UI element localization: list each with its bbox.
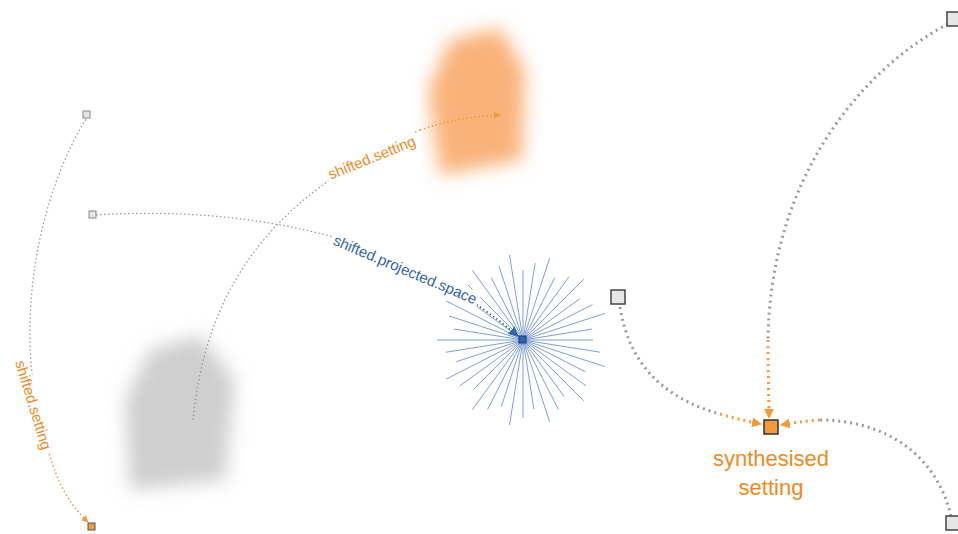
- synthesised-label: synthesised setting: [703, 445, 839, 502]
- setting-square: [611, 290, 625, 304]
- ray: [523, 258, 550, 340]
- setting-square: [89, 211, 96, 218]
- ray: [472, 270, 523, 340]
- grey-blob: [125, 335, 235, 490]
- ray: [449, 316, 523, 340]
- ray: [523, 299, 580, 340]
- ray: [437, 340, 523, 341]
- arrow-arc: [470, 300, 518, 336]
- ray: [523, 329, 592, 340]
- ray: [523, 340, 584, 401]
- ray: [523, 340, 558, 409]
- space-label: shifted.projected.space: [328, 231, 482, 309]
- ray: [472, 340, 523, 410]
- ray: [523, 340, 593, 341]
- ray: [460, 340, 523, 386]
- ray: [523, 340, 605, 367]
- orange-blob: [428, 28, 525, 175]
- ray: [523, 340, 586, 386]
- dotted-arc: [820, 420, 951, 516]
- ray: [501, 340, 523, 407]
- ray: [446, 340, 523, 352]
- ray: [523, 277, 569, 340]
- ray: [523, 279, 584, 340]
- ray: [510, 255, 523, 340]
- setting-square: [947, 12, 958, 26]
- ray: [446, 301, 523, 340]
- dotted-arc: [193, 130, 420, 420]
- setting-square: [83, 111, 90, 118]
- arrow-arc: [720, 414, 761, 424]
- ray: [523, 340, 550, 422]
- ray: [488, 340, 523, 409]
- setting-label: shifted.setting: [11, 355, 56, 454]
- ray: [523, 340, 564, 397]
- setting-square: [519, 336, 526, 343]
- starburst: [437, 255, 605, 425]
- ray: [523, 278, 555, 340]
- arrow-arc: [420, 115, 500, 130]
- ray: [523, 340, 585, 372]
- ray: [474, 340, 523, 389]
- arrow-arc: [781, 420, 820, 425]
- arrow-arc: [768, 340, 769, 418]
- setting-square: [88, 523, 95, 530]
- ray: [523, 340, 534, 409]
- synthesised-square: [764, 420, 778, 434]
- setting-label: shifted.setting: [323, 132, 421, 184]
- ray: [523, 270, 524, 340]
- dotted-arc: [620, 307, 720, 414]
- ray: [523, 305, 592, 340]
- ray: [523, 313, 605, 340]
- dotted-arc: [768, 24, 948, 340]
- ray: [523, 340, 524, 418]
- setting-square: [946, 516, 958, 530]
- ray: [499, 266, 523, 340]
- arrow-arc: [48, 450, 88, 522]
- ray: [446, 340, 523, 379]
- dotted-arc: [96, 213, 470, 300]
- ray: [456, 340, 523, 362]
